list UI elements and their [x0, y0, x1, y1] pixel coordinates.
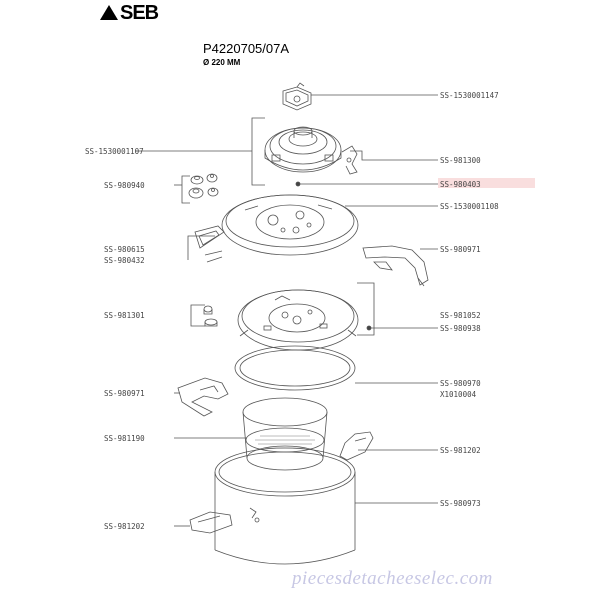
part-ref-x1010004[interactable]: X1010004 [440, 390, 477, 399]
watermark-text: piecesdetacheeselec.com [292, 568, 493, 589]
lid-handle-right [362, 245, 429, 287]
part-ref-ss-1530001107[interactable]: SS-1530001107 [85, 147, 144, 156]
part-ref-ss-981202-right[interactable]: SS-981202 [440, 446, 481, 455]
pot-handle-right [339, 431, 374, 461]
lid-handle-left [177, 377, 229, 417]
lock-spring [341, 145, 358, 175]
lock-mechanism [194, 225, 225, 263]
main-lid [237, 289, 359, 351]
part-ref-ss-980615[interactable]: SS-980615 [104, 245, 145, 254]
small-screw [366, 325, 372, 331]
part-ref-ss-980432[interactable]: SS-980432 [104, 256, 145, 265]
part-ref-ss-980938[interactable]: SS-980938 [440, 324, 481, 333]
pot-body [214, 447, 356, 565]
lid-cover [221, 194, 359, 256]
part-ref-ss-1530001147[interactable]: SS-1530001147 [440, 91, 499, 100]
part-ref-ss-980403[interactable]: SS-980403 [440, 180, 481, 189]
safety-valve-knob [203, 305, 218, 327]
part-ref-ss-981052[interactable]: SS-981052 [440, 311, 481, 320]
part-ref-ss-980973[interactable]: SS-980973 [440, 499, 481, 508]
part-ref-ss-981202-left[interactable]: SS-981202 [104, 522, 145, 531]
part-ref-ss-980940[interactable]: SS-980940 [104, 181, 145, 190]
model-number: P4220705/07A [203, 41, 290, 56]
part-ref-ss-981301[interactable]: SS-981301 [104, 311, 145, 320]
part-ref-ss-980970[interactable]: SS-980970 [440, 379, 481, 388]
part-ref-ss-981190[interactable]: SS-981190 [104, 434, 145, 443]
highlight-bar [438, 178, 535, 188]
lid-gasket [234, 345, 356, 391]
valve-seals [188, 173, 219, 199]
steamer-basket [242, 397, 328, 471]
brand-triangle-icon [100, 5, 118, 20]
brand-logo: SEB [100, 2, 159, 25]
valve-cap [282, 82, 312, 111]
part-ref-ss-1530001108[interactable]: SS-1530001108 [440, 202, 499, 211]
brand-name: SEB [120, 2, 159, 24]
part-ref-ss-981300[interactable]: SS-981300 [440, 156, 481, 165]
part-ref-ss-980971-top[interactable]: SS-980971 [440, 245, 481, 254]
regulator-assembly [264, 126, 342, 173]
callout-labels: SS-1530001147 SS-1530001107 SS-981300 SS… [85, 91, 499, 531]
leader-lines [135, 94, 438, 527]
part-ref-ss-980971-bottom[interactable]: SS-980971 [104, 389, 145, 398]
pot-handle-left [189, 511, 233, 534]
diameter-label: Ø 220 MM [203, 58, 241, 67]
safety-ball [295, 181, 301, 187]
